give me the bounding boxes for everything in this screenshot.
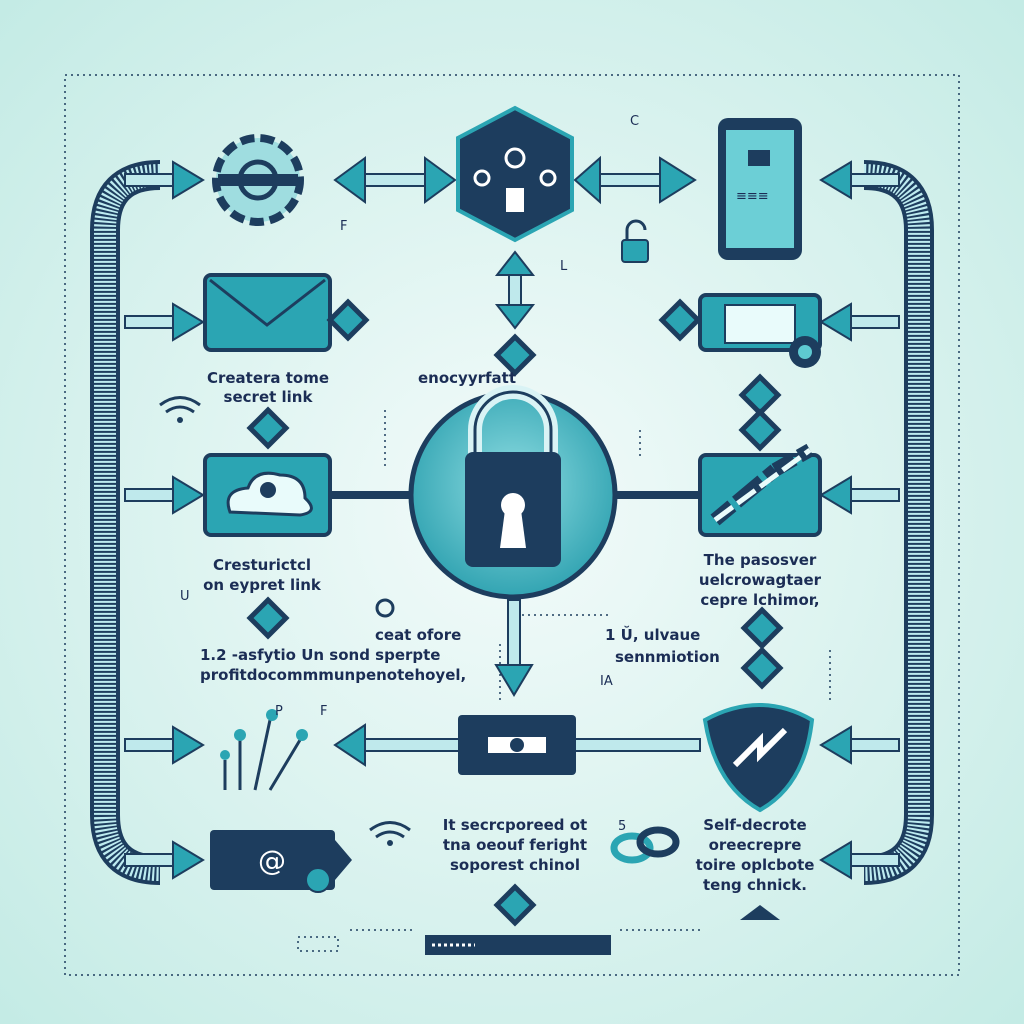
link-icon [610,826,680,864]
svg-text:≡≡≡: ≡≡≡ [736,189,769,204]
circuit-icon [220,709,308,791]
vertical-double-arrow [494,250,536,330]
progress-bar [425,935,611,955]
encrypt-label: enocyyrfatt [418,369,516,387]
svg-text:IA: IA [600,674,613,689]
padlock-icon [408,385,618,600]
svg-text:@: @ [258,844,286,877]
chain-link-icon [698,443,822,537]
double-arrow [333,155,697,205]
unlock-icon [621,219,649,263]
dotted-frame [64,74,960,976]
envelope-icon [203,273,332,352]
svg-text:L: L [560,259,568,274]
envelope-card-icon [698,293,822,368]
svg-text:U: U [180,589,190,604]
svg-text:P: P [275,704,283,719]
down-arrow [494,599,534,697]
wifi-small-icon [369,821,411,846]
cloud-lock-icon [203,453,332,537]
dotted-box [297,936,339,952]
key-hexagon-icon [456,105,574,243]
gear-icon [212,134,304,226]
cost-label: ceat ofore [375,626,461,644]
svg-text:F: F [340,219,347,234]
svg-text:5: 5 [618,819,626,834]
letter: C [630,114,639,129]
gear-small-icon [375,598,395,618]
svg-text:F: F [320,704,327,719]
wifi-icon [159,396,201,423]
at-sign-icon: @ [210,830,352,893]
phone-lock-icon: ≡≡≡ [718,118,802,260]
shield-icon [702,703,815,813]
connector-bar [333,715,701,775]
